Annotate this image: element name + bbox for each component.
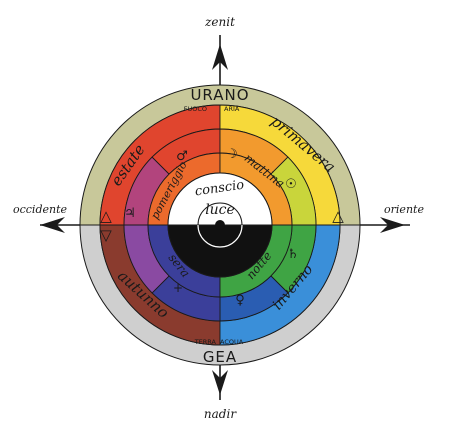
label-oriente: oriente [384, 203, 424, 216]
center-dot [215, 220, 225, 230]
label-zenit: zenit [204, 15, 235, 29]
white-half-disc [167, 172, 273, 226]
moon-icon: ☽ [226, 147, 238, 162]
label-conscio: conscio [194, 178, 245, 200]
label-gea: GEA [203, 348, 237, 366]
arrow-left-icon [40, 217, 65, 233]
label-occidente: occidente [13, 203, 68, 216]
venus-icon: ♀ [235, 293, 245, 308]
mars-icon: ♂ [176, 149, 188, 164]
arrow-right-icon [380, 217, 405, 233]
label-fuoco: FUOCO [184, 105, 207, 113]
label-luce: luce [205, 202, 235, 218]
compass-arrowheads [40, 44, 405, 395]
center-inner-ring-light [197, 224, 243, 248]
arrow-up-icon [212, 44, 228, 70]
saturn-icon: ♄ [287, 247, 299, 262]
sun-icon: ☉ [285, 177, 297, 192]
jupiter-icon: ♃ [124, 206, 136, 221]
label-terra: TERRA [194, 338, 217, 346]
water-triangle-icon: ▽ [100, 226, 112, 244]
label-urano: URANO [190, 86, 249, 104]
arrow-down-icon [212, 370, 228, 395]
fire-triangle-icon: △ [100, 207, 112, 225]
plus-mark: + [173, 281, 183, 295]
air-triangle-icon: △ [332, 207, 344, 225]
label-aria: ARIA [224, 105, 240, 113]
black-half-disc [167, 224, 273, 278]
color-sectors [99, 104, 341, 346]
label-nadir: nadir [204, 407, 237, 421]
label-acqua: ACQUA [220, 338, 244, 346]
